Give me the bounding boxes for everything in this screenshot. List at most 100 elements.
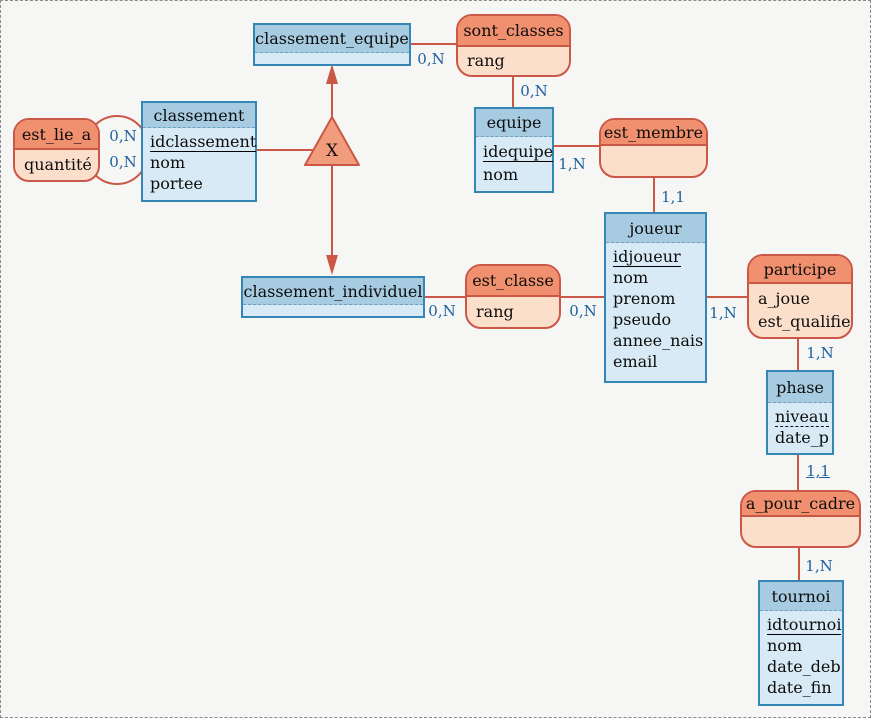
attribute: idjoueur [613,246,698,267]
relationship-attributes: a_joue est_qualifie [749,284,851,333]
attribute: email [613,351,698,372]
entity-attributes [243,305,423,308]
relationship-title: est_lie_a [15,120,98,150]
attribute: idequipe [483,140,554,163]
attribute: idtournoi [767,614,842,635]
attribute-label: rang [467,51,505,70]
attribute: rang [476,300,550,323]
cardinality-label-el-cl-top: 0,N [109,127,137,145]
attribute-label: email [613,352,658,371]
relationship-title: sont_classes [458,16,569,47]
attribute: est_qualifie [758,310,851,333]
inheritance-triangle [304,116,360,166]
arrow-head-up [326,64,338,84]
attribute-label: nom [483,165,519,184]
attribute-label: niveau [775,407,829,427]
arrow-heads [326,64,338,275]
attribute: annee_nais [613,330,703,351]
attribute-label: idtournoi [767,615,842,635]
attribute-label: a_joue [758,289,810,308]
attribute-label: date_deb [767,657,841,676]
cardinality-label-ci-ec: 0,N [428,302,456,320]
attribute: nom [150,152,248,173]
attribute: quantité [24,153,92,176]
cardinality-label-el-cl-bottom: 0,N [109,153,137,171]
relationship-attributes [742,517,859,520]
entity-title: classement [143,103,255,128]
attribute: date_deb [767,656,841,677]
relationship-est_lie_a: est_lie_a quantité [13,118,100,182]
attribute-label: date_fin [767,678,832,697]
entity-equipe: equipe idequipe nom [474,107,554,193]
attribute-label: rang [476,302,514,321]
arrow-head-down [326,255,338,275]
cardinality-label-jo-pa: 1,N [709,304,737,322]
attribute: date_fin [767,677,835,698]
entity-title: tournoi [760,582,842,611]
entity-attributes: idequipe nom [476,137,554,186]
attribute: nom [613,267,698,288]
cardinality-label-sc-eq: 0,N [520,82,548,100]
attribute-label: nom [613,268,649,287]
attribute-label: quantité [24,155,92,174]
attribute-label: annee_nais [613,331,704,350]
attribute-label: nom [767,636,803,655]
entity-attributes [255,53,409,56]
attribute-label: prenom [613,289,676,308]
attribute: nom [483,163,545,186]
attribute: a_joue [758,287,842,310]
relationship-title: est_membre [601,120,706,146]
relationship-attributes: rang [458,47,569,71]
attribute: idclassement [150,131,257,152]
attribute-label: date_p [775,428,829,447]
cardinality-label-ph-ap: 1,1 [806,462,830,480]
entity-title: equipe [476,109,552,137]
relationship-attributes: quantité [15,150,98,176]
relationship-a_pour_cadre: a_pour_cadre [740,490,861,548]
inheritance-symbol-label: X [325,141,339,161]
entity-classement_individuel: classement_individuel [241,276,425,318]
attribute: portee [150,173,248,194]
attribute: niveau [775,406,829,427]
attribute-label: nom [150,153,186,172]
attribute-label: pseudo [613,310,672,329]
attribute-label: idclassement [150,132,257,152]
attribute: prenom [613,288,698,309]
cardinality-label-ce-sc: 0,N [417,50,445,68]
cardinality-label-eq-em: 1,N [558,155,586,173]
relationship-attributes: rang [467,297,559,323]
relationship-title: est_classe [467,266,559,297]
relationship-title: a_pour_cadre [742,492,859,517]
cardinality-label-ap-to: 1,N [805,557,833,575]
attribute: pseudo [613,309,698,330]
relationship-title: participe [749,256,851,284]
attribute-label: idjoueur [613,247,681,267]
relationship-participe: participe a_joue est_qualifie [747,254,853,339]
entity-title: classement_individuel [243,278,423,305]
attribute: rang [467,50,560,71]
attribute: nom [767,635,835,656]
attribute-label: portee [150,174,203,193]
attribute-label: idequipe [483,142,554,162]
cardinality-label-pa-ph: 1,N [806,344,834,362]
relationship-attributes [601,146,706,149]
relationship-est_membre: est_membre [599,118,708,178]
cardinality-label-ec-jo: 0,N [569,302,597,320]
cardinality-label-em-jo: 1,1 [661,188,685,206]
attribute-label: est_qualifie [758,312,851,331]
attribute: date_p [775,427,829,448]
entity-classement_equipe: classement_equipe [253,23,411,66]
entity-title: classement_equipe [255,25,409,53]
